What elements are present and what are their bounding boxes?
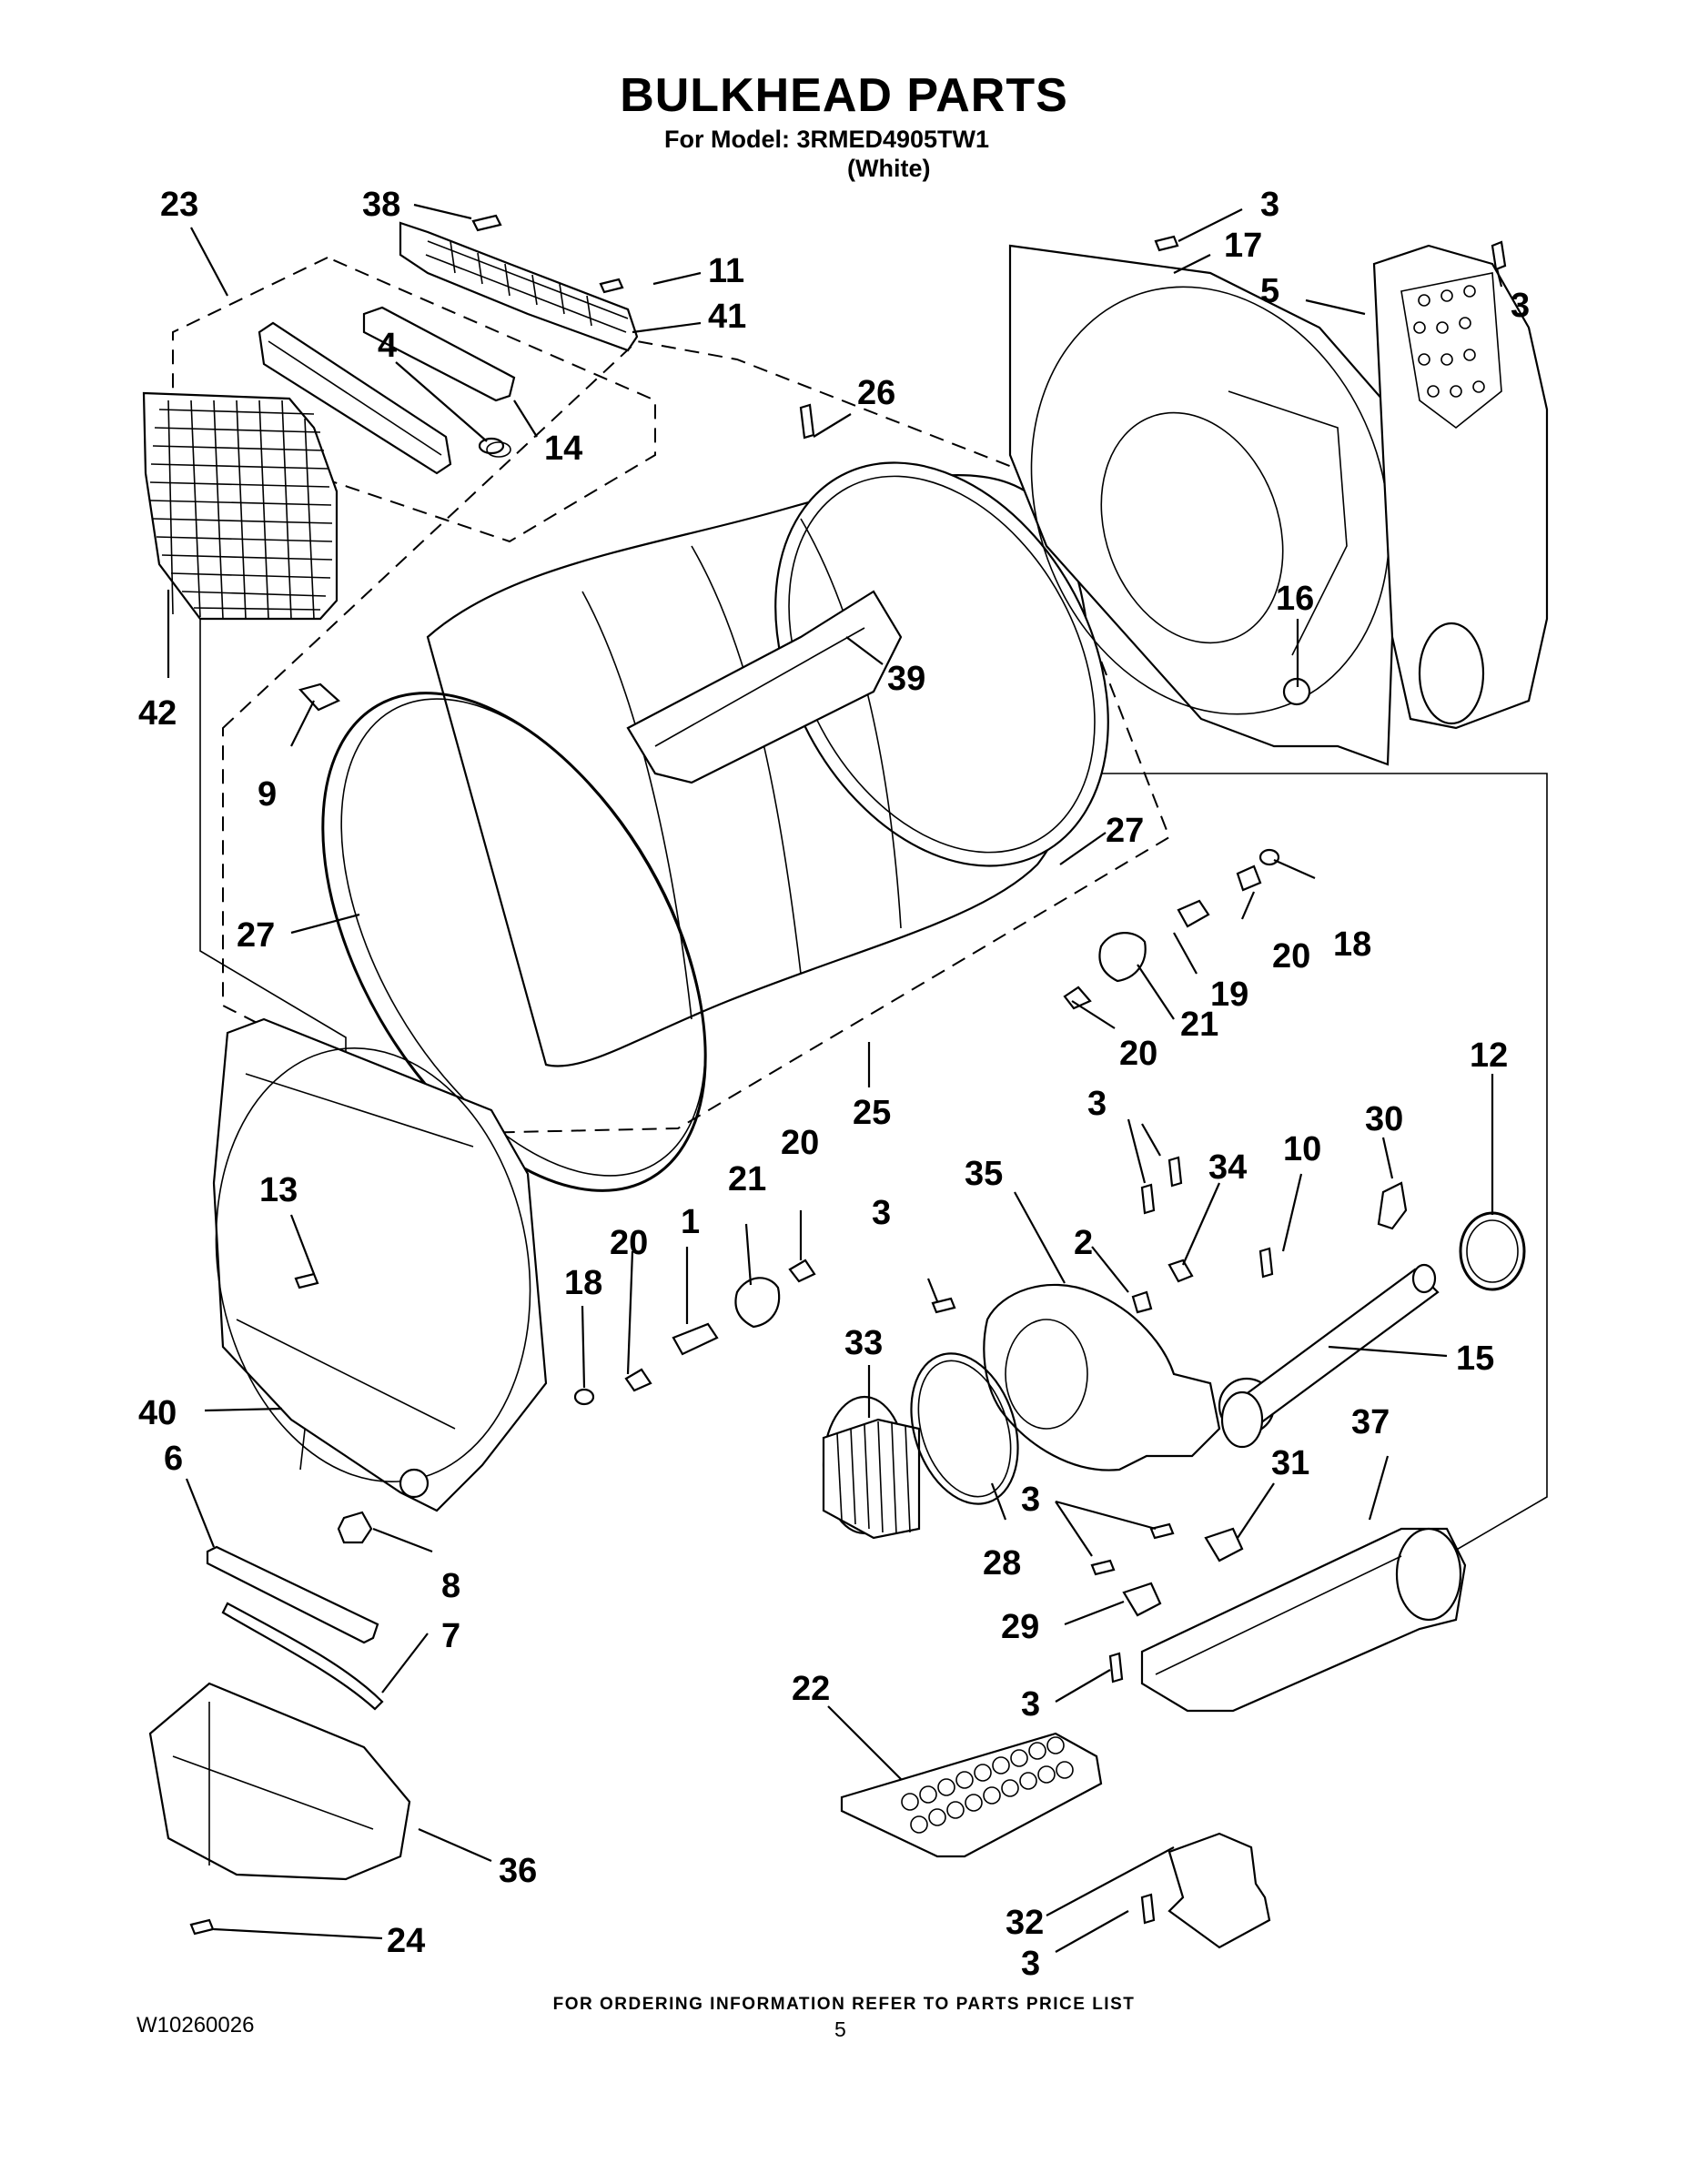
- callout-6: 6: [164, 1440, 183, 1478]
- callout-25: 25: [853, 1094, 891, 1132]
- callout-21-right: 21: [1180, 1006, 1218, 1044]
- callout-29: 29: [1001, 1608, 1039, 1646]
- callout-20-right: 20: [1272, 937, 1310, 976]
- page-number: 5: [834, 2017, 846, 2041]
- callout-5: 5: [1260, 272, 1279, 310]
- callout-12: 12: [1470, 1036, 1508, 1075]
- lint-filter-grill-part: [399, 221, 639, 352]
- callout-33: 33: [844, 1324, 883, 1362]
- callout-3-lower: 3: [1021, 1481, 1040, 1519]
- clip-part-34: [1167, 1259, 1194, 1283]
- callout-20-left2: 20: [610, 1224, 648, 1262]
- lint-screen-group-outline: [172, 256, 656, 543]
- callout-3-blower: 3: [872, 1194, 891, 1232]
- callout-27-left: 27: [237, 916, 275, 955]
- callout-27-right: 27: [1106, 812, 1144, 850]
- callout-8: 8: [441, 1567, 460, 1605]
- thermostat-part-31: [1204, 1527, 1244, 1562]
- lint-screen-part: [142, 391, 339, 621]
- callout-20-left: 20: [781, 1124, 819, 1162]
- callout-35: 35: [965, 1155, 1003, 1193]
- callout-30: 30: [1365, 1100, 1403, 1138]
- callout-2: 2: [1074, 1224, 1093, 1262]
- shield-bracket-part: [1167, 1832, 1271, 1949]
- callout-13: 13: [259, 1171, 298, 1209]
- callout-38: 38: [362, 186, 400, 224]
- thermostat-part-29: [1122, 1582, 1162, 1617]
- callout-3-top: 3: [1260, 186, 1279, 224]
- callout-3-duct: 3: [1021, 1685, 1040, 1724]
- callout-3-mid: 3: [1087, 1085, 1107, 1123]
- callout-15: 15: [1456, 1340, 1494, 1378]
- spring-part: [478, 437, 511, 458]
- clamp-part-30: [1377, 1181, 1408, 1230]
- glide-bracket-part-6: [206, 1545, 379, 1644]
- lint-duct-part: [258, 321, 452, 475]
- callout-42: 42: [138, 694, 177, 733]
- callout-10: 10: [1283, 1130, 1321, 1168]
- callout-26: 26: [857, 374, 895, 412]
- felt-seal-part-7: [221, 1602, 384, 1711]
- fuse-part-2: [1131, 1290, 1153, 1314]
- document-number: W10260026: [136, 2013, 255, 2037]
- callout-18-left: 18: [564, 1264, 602, 1302]
- callout-3-right: 3: [1511, 287, 1530, 325]
- callout-28: 28: [983, 1544, 1021, 1582]
- screw-icons: [189, 214, 1507, 1936]
- callout-37: 37: [1351, 1403, 1390, 1441]
- rear-bulkhead-part: [1008, 244, 1403, 766]
- callout-16: 16: [1276, 580, 1314, 618]
- page-title: BULKHEAD PARTS: [620, 69, 1068, 122]
- exhaust-gasket-part: [1459, 1211, 1526, 1291]
- callout-34: 34: [1208, 1148, 1247, 1187]
- callout-19: 19: [1210, 976, 1248, 1014]
- callout-4: 4: [378, 327, 397, 365]
- drum-seal-part: [321, 692, 707, 1192]
- clip-part-9: [298, 682, 340, 712]
- callout-23: 23: [160, 186, 198, 224]
- model-line: For Model: 3RMED4905TW1: [664, 126, 990, 153]
- callout-14: 14: [544, 430, 582, 468]
- callout-1: 1: [681, 1203, 700, 1241]
- callout-9: 9: [258, 775, 277, 814]
- callout-7: 7: [441, 1617, 460, 1655]
- drum-group-outline: [222, 339, 1171, 1135]
- heater-duct-part: [1140, 1527, 1467, 1713]
- callout-18-right: 18: [1333, 925, 1371, 964]
- lint-duct-cover-part: [362, 306, 516, 402]
- callout-31: 31: [1271, 1444, 1309, 1482]
- color-line: (White): [847, 155, 931, 182]
- blower-wheel-part: [822, 1395, 921, 1540]
- front-bulkhead-part: [212, 1017, 548, 1512]
- leader-lines: [167, 203, 1503, 1953]
- rear-shield-part: [1372, 244, 1549, 730]
- callout-40: 40: [138, 1394, 177, 1432]
- callout-3-bottom: 3: [1021, 1945, 1040, 1983]
- drum-part: [426, 461, 1109, 1067]
- callout-32: 32: [1006, 1904, 1044, 1942]
- blower-seal-part: [910, 1352, 1019, 1505]
- nut-part-8: [337, 1511, 373, 1544]
- front-panel-part: [148, 1682, 411, 1881]
- roller-assembly-left: [573, 1259, 816, 1406]
- heater-element-part: [840, 1732, 1103, 1858]
- callout-39: 39: [887, 660, 925, 698]
- callout-41: 41: [708, 298, 746, 336]
- callout-11: 11: [708, 252, 744, 290]
- callout-20-mid: 20: [1119, 1035, 1157, 1073]
- callout-36: 36: [499, 1852, 537, 1890]
- callout-24: 24: [387, 1922, 425, 1960]
- callout-17: 17: [1224, 227, 1262, 265]
- exhaust-tube-part: [1220, 1263, 1440, 1449]
- roller-assembly-right: [1063, 848, 1280, 1010]
- callout-21-left: 21: [728, 1160, 766, 1198]
- callout-22: 22: [792, 1670, 830, 1708]
- ordering-note: FOR ORDERING INFORMATION REFER TO PARTS …: [552, 1995, 1136, 2014]
